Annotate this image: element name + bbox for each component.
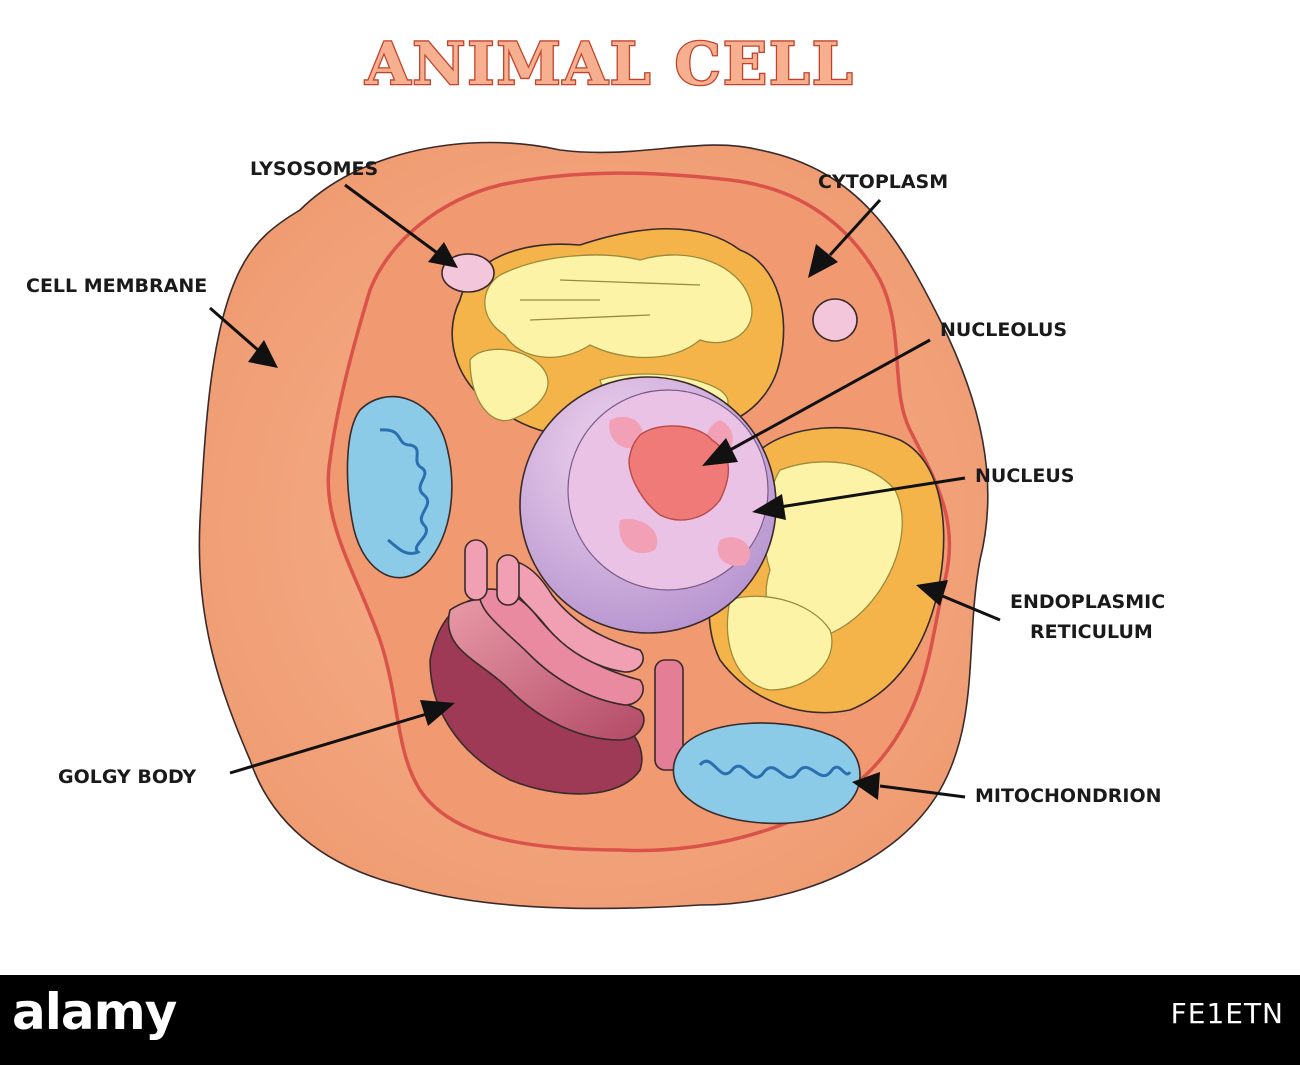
arrow-head-er xyxy=(916,580,948,606)
label-mitochondrion: MITOCHONDRION xyxy=(975,785,1162,807)
label-golgi-body: GOLGY BODY xyxy=(58,766,196,788)
arrow-head-nucleus xyxy=(752,494,786,520)
nucleolus xyxy=(628,425,730,521)
nucleus xyxy=(519,376,777,634)
label-lysosomes: LYSOSOMES xyxy=(250,158,378,180)
arrow-head-golgi xyxy=(420,700,455,726)
mitochondrion-left xyxy=(346,395,453,579)
golgi-body xyxy=(429,539,684,795)
label-cell-membrane: CELL MEMBRANE xyxy=(26,275,207,297)
svg-text:RETICULUM: RETICULUM xyxy=(1030,621,1153,643)
label-nucleus: NUCLEUS xyxy=(975,465,1074,487)
svg-text:NUCLEUS: NUCLEUS xyxy=(975,465,1074,487)
svg-text:MITOCHONDRION: MITOCHONDRION xyxy=(975,785,1162,807)
arrow-head-cytoplasm xyxy=(808,244,838,278)
svg-text:NUCLEOLUS: NUCLEOLUS xyxy=(940,319,1067,341)
svg-text:GOLGY BODY: GOLGY BODY xyxy=(58,766,196,788)
arrow-head-lysosomes xyxy=(428,242,458,268)
svg-text:LYSOSOMES: LYSOSOMES xyxy=(250,158,378,180)
arrow-head-mitochondrion xyxy=(852,772,880,800)
pointer-arrows xyxy=(209,183,1001,800)
image-code: FE1ETN xyxy=(1170,997,1284,1030)
brand-logo: alamy xyxy=(12,983,177,1041)
animal-cell-diagram: ANIMAL CELL xyxy=(26,29,1165,910)
diagram-title: ANIMAL CELL xyxy=(364,30,854,98)
lysosome-2 xyxy=(812,298,858,342)
label-endoplasmic-reticulum: ENDOPLASMIC RETICULUM xyxy=(1010,591,1165,643)
svg-text:ENDOPLASMIC: ENDOPLASMIC xyxy=(1010,591,1165,613)
arrow-head-nucleolus xyxy=(702,438,738,466)
arrow-head-cell-membrane xyxy=(248,340,278,368)
mitochondrion-bottom xyxy=(672,722,861,825)
watermark-footer: alamy FE1ETN xyxy=(0,975,1300,1065)
label-cytoplasm: CYTOPLASM xyxy=(818,171,948,193)
svg-text:CYTOPLASM: CYTOPLASM xyxy=(818,171,948,193)
label-nucleolus: NUCLEOLUS xyxy=(940,319,1067,341)
svg-text:CELL MEMBRANE: CELL MEMBRANE xyxy=(26,275,207,297)
